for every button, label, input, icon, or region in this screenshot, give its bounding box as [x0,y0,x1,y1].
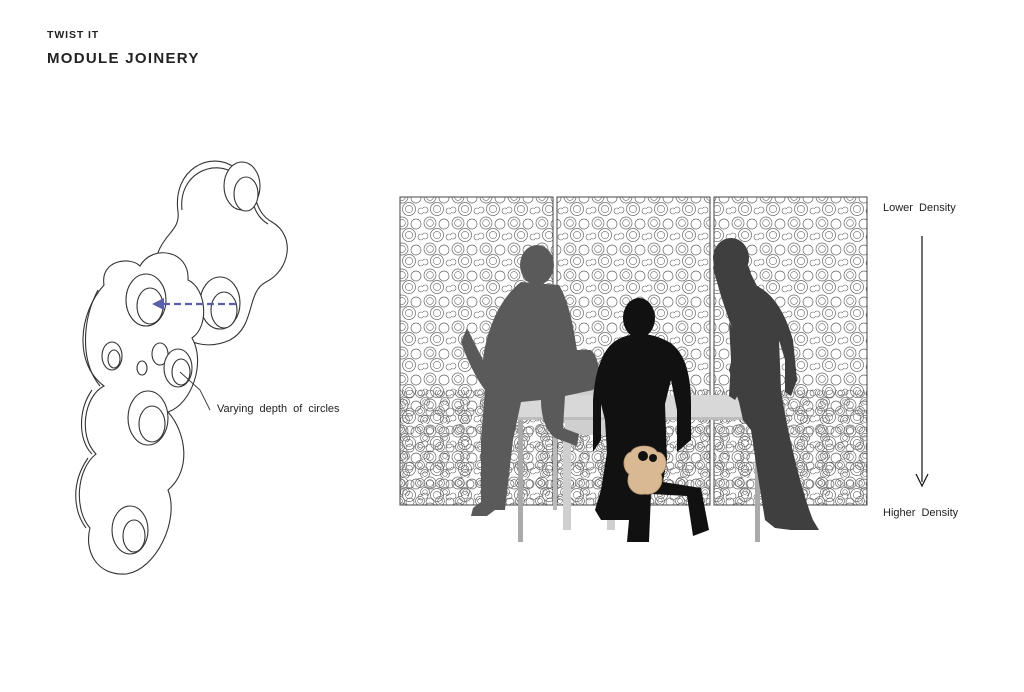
figure-right [713,238,819,530]
module-joinery-drawing [75,160,288,575]
callout-leader [179,371,211,411]
panel-wall-scene [399,196,868,542]
lower-module [75,252,205,575]
figure-seated [593,298,709,542]
density-bottom-label: Higher Density [883,507,959,519]
section-kicker: TWIST IT [47,29,100,41]
callout-label: Varying depth of circles [217,403,340,415]
figure-left [461,245,599,516]
page-title: MODULE JOINERY [47,50,200,67]
density-top-label: Lower Density [883,202,956,214]
wood-module [623,445,667,495]
dashed-arrow-icon [152,298,236,310]
down-arrow-icon [915,236,929,488]
